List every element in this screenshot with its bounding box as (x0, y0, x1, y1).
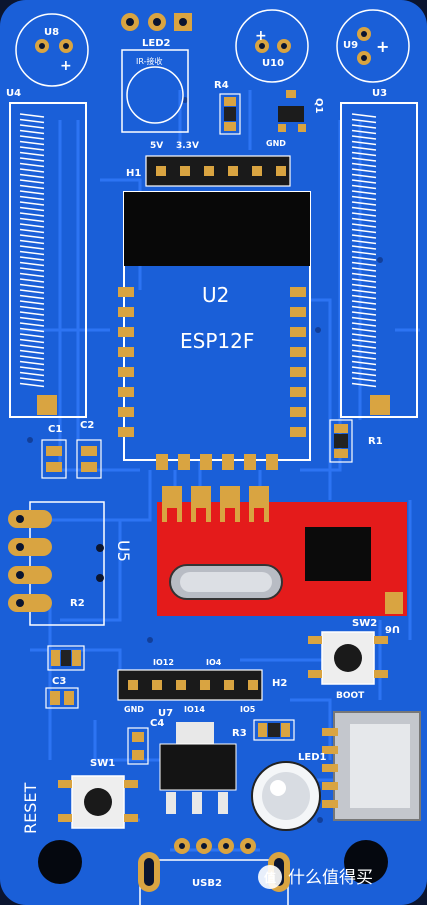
label-u5: U5 (114, 540, 133, 562)
label-r2: R2 (70, 598, 85, 609)
label-c3: C3 (52, 676, 66, 687)
h1-header (145, 155, 291, 187)
label-sw1: SW1 (90, 758, 115, 769)
label-led1: LED1 (298, 752, 327, 763)
watermark: 值 什么值得买 (258, 865, 373, 889)
label-3v3: 3.3V (176, 141, 199, 151)
c3-cap (45, 687, 79, 709)
q1-transistor (278, 90, 306, 132)
label-io4: IO4 (206, 658, 222, 667)
r3-resistor (253, 719, 295, 741)
label-io12: IO12 (153, 658, 174, 667)
led1 (251, 761, 321, 831)
label-io5: IO5 (240, 705, 256, 714)
label-boot: BOOT (336, 691, 365, 701)
label-u3: U3 (372, 88, 387, 99)
label-u4: U4 (6, 88, 21, 99)
label-r1: R1 (368, 436, 383, 447)
mounting-holes (38, 840, 388, 884)
plus-u8: + (60, 58, 72, 74)
label-sw2: SW2 (352, 618, 377, 629)
plus-u10: + (255, 28, 267, 44)
label-c4: C4 (150, 718, 164, 729)
reset-button[interactable] (84, 788, 112, 816)
u3-module (340, 102, 418, 418)
label-io14: IO14 (184, 705, 205, 714)
watermark-logo: 值 (264, 870, 276, 885)
h2-header (117, 669, 263, 701)
label-gnd-top: GND (266, 139, 286, 148)
r2-area (47, 645, 85, 671)
c4-cap (127, 727, 149, 765)
label-c1: C1 (48, 424, 62, 435)
u4-module (9, 102, 87, 418)
plus-u9: + (376, 37, 389, 56)
ir-receiver (121, 49, 189, 133)
esp12f-module (118, 191, 311, 470)
sw2-boot-button-body (308, 631, 388, 685)
u5-connector (8, 501, 105, 626)
label-u8: U8 (44, 27, 59, 38)
c1-c2-caps (41, 439, 102, 479)
label-u9: U9 (343, 40, 358, 51)
label-reset: RESET (21, 783, 40, 834)
label-h2: H2 (272, 678, 287, 689)
label-usb2: USB2 (192, 878, 222, 889)
label-r4: R4 (214, 80, 229, 91)
led2-pads (121, 13, 192, 31)
led-pads (35, 27, 371, 65)
r1-resistor (329, 419, 353, 463)
rf-module (157, 486, 407, 616)
usb2-pads (138, 838, 290, 905)
r4-resistor (219, 93, 241, 135)
usb-c-port (322, 711, 421, 821)
label-u7: U7 (158, 708, 173, 719)
u7-regulator (159, 722, 237, 814)
label-ir-recv: IR-接收 (136, 56, 162, 66)
label-5v: 5V (150, 141, 163, 151)
label-gnd-h2: GND (124, 705, 144, 714)
label-h1: H1 (126, 168, 141, 179)
label-u2: U2 (202, 283, 229, 307)
label-esp12f: ESP12F (180, 329, 254, 353)
label-u10: U10 (262, 58, 284, 69)
watermark-text: 什么值得买 (288, 868, 373, 888)
label-c2: C2 (80, 420, 94, 431)
label-led2: LED2 (142, 38, 171, 49)
boot-button[interactable] (334, 644, 362, 672)
led-footprints (15, 9, 410, 87)
label-r3: R3 (232, 728, 247, 739)
label-u6: U6 (385, 623, 400, 634)
label-q1: Q1 (313, 98, 324, 114)
